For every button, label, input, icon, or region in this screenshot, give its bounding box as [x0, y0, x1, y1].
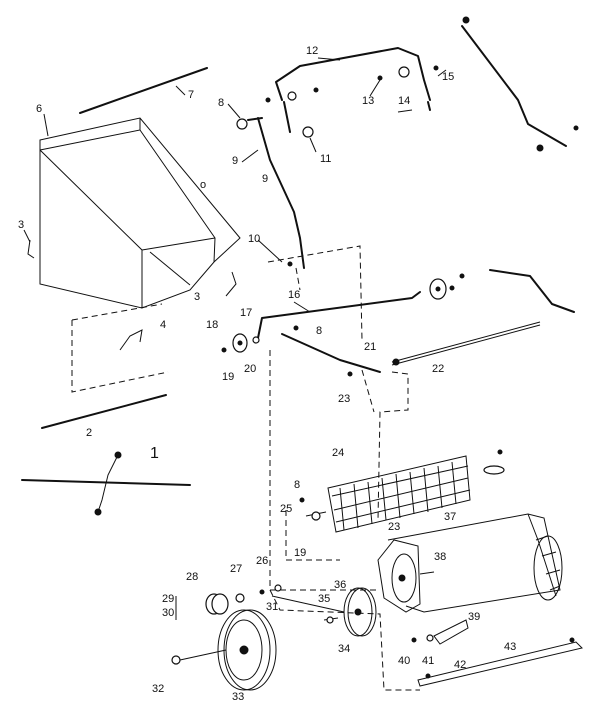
- label-23: 23: [338, 393, 350, 405]
- part-4-hook: [119, 329, 143, 351]
- upper-right-rod: [461, 16, 579, 152]
- part-33-wheel: [179, 609, 277, 691]
- label-33: 33: [232, 691, 244, 703]
- part-2-rod: [41, 394, 167, 429]
- label-4: 4: [160, 319, 166, 331]
- label-24: 24: [332, 447, 344, 459]
- part-12-handle: [275, 47, 431, 133]
- label-9: 9: [232, 155, 238, 167]
- part-7-rod: [79, 67, 208, 114]
- label-31: 31: [266, 601, 278, 613]
- part-38-gear: [377, 539, 435, 613]
- label-32: 32: [152, 683, 164, 695]
- label-1: 1: [150, 445, 159, 462]
- label-8c: 8: [294, 479, 300, 491]
- label-37: 37: [444, 511, 456, 523]
- label-42: 42: [454, 659, 466, 671]
- label-9b: 9: [262, 173, 268, 185]
- part-21-arm: [281, 333, 381, 373]
- label-10: 10: [248, 233, 260, 245]
- label-14: 14: [398, 95, 410, 107]
- part-9-handle: [247, 117, 305, 269]
- label-43: 43: [504, 641, 516, 653]
- label-17: 17: [240, 307, 252, 319]
- label-19b: 19: [294, 547, 306, 559]
- part-37-housing: [387, 513, 563, 613]
- label-19: 19: [222, 371, 234, 383]
- label-30: 30: [162, 607, 174, 619]
- hub-29-30: [205, 593, 229, 615]
- part-39-bracket: [426, 619, 469, 645]
- part-36-wheel: [343, 587, 377, 637]
- label-11: 11: [320, 153, 331, 165]
- part-43-bar: [417, 637, 583, 687]
- label-8b: 8: [316, 325, 322, 337]
- right-rod: [489, 269, 575, 313]
- label-39: 39: [468, 611, 480, 623]
- label-8: 8: [218, 97, 224, 109]
- label-35: 35: [318, 593, 330, 605]
- part-22-rod: [391, 321, 541, 366]
- label-12: 12: [306, 45, 318, 57]
- label-38: 38: [434, 551, 446, 563]
- label-28: 28: [186, 571, 198, 583]
- label-6: 6: [36, 103, 42, 115]
- label-34: 34: [338, 643, 350, 655]
- label-20: 20: [244, 363, 256, 375]
- label-36: 36: [334, 579, 346, 591]
- label-15: 15: [442, 71, 454, 83]
- part-1-cable: [21, 451, 191, 516]
- label-21: 21: [364, 341, 376, 353]
- label-2: 2: [86, 427, 92, 439]
- label-27: 27: [230, 563, 242, 575]
- label-18: 18: [206, 319, 218, 331]
- label-3: 3: [18, 219, 24, 231]
- label-7: 7: [188, 89, 194, 101]
- part-24-brush: [305, 449, 505, 533]
- label-41: 41: [422, 655, 434, 667]
- label-3b: 3: [194, 291, 200, 303]
- part-16-rod: [257, 273, 465, 339]
- label-29: 29: [162, 593, 174, 605]
- hub-assembly: [221, 333, 260, 353]
- label-16: 16: [288, 289, 300, 301]
- label-13: 13: [362, 95, 374, 107]
- label-22: 22: [432, 363, 444, 375]
- label-23b: 23: [388, 521, 400, 533]
- part-3-hooks: [27, 239, 237, 297]
- svg-text:o: o: [200, 179, 206, 191]
- part-6-hopper: o: [39, 117, 241, 309]
- label-25: 25: [280, 503, 292, 515]
- label-26: 26: [256, 555, 268, 567]
- label-40: 40: [398, 655, 410, 667]
- callout-labels: 1 2 3 3 4 6 7 8 8 8 9 9 10 11 12 13 14 1…: [18, 45, 516, 703]
